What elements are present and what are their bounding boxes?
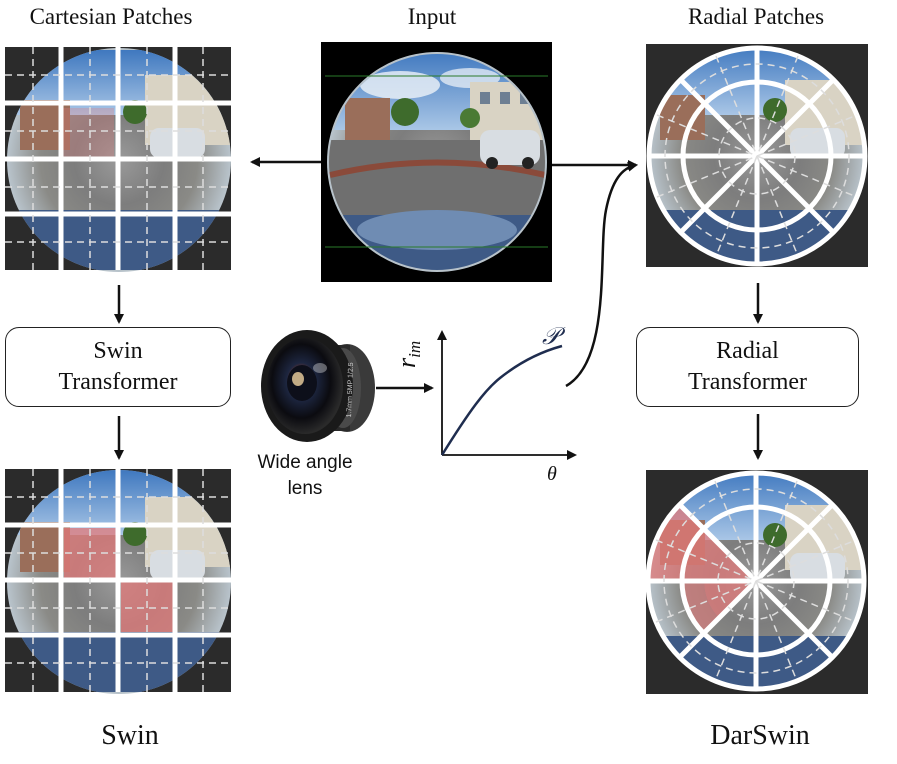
swin-transformer-box: Swin Transformer [5,327,231,407]
lens-caption: Wide angle lens [245,450,365,502]
lens-caption-line1: Wide angle [257,452,353,473]
swin-bottom-label: Swin [101,720,159,751]
arrow-curve-to-radial [565,161,638,388]
input-fisheye-image [321,42,552,282]
darswin-output-image [645,470,868,694]
swin-box-line2: Transformer [58,369,178,395]
radial-box-line2: Transformer [687,369,808,395]
highlight-sector [648,505,756,581]
radial-box-line1: Radial [716,338,779,364]
darswin-bottom-label: DarSwin [710,720,810,751]
curve-y-label: rim [392,341,424,368]
projection-curve [440,344,563,456]
radial-patches-title: Radial Patches [687,4,825,29]
cartesian-patches-title: Cartesian Patches [29,4,193,29]
input-title: Input [407,4,457,29]
highlight-sector [703,581,756,618]
radial-transformer-box: Radial Transformer [636,327,859,407]
radial-patches-image [646,44,868,267]
lens-engraving: 1.7mm 5MP 1/2.5 [346,362,355,417]
curve-x-label: θ [547,463,557,485]
cartesian-patches-image [5,47,231,272]
swin-output-image [5,469,231,694]
swin-box-line1: Swin [93,338,143,364]
lens-caption-line2: lens [287,478,323,499]
highlight-sector [682,581,719,633]
lens-icon [261,330,375,442]
projection-curve-plot [437,330,577,460]
curve-label: 𝒫 [542,324,566,350]
